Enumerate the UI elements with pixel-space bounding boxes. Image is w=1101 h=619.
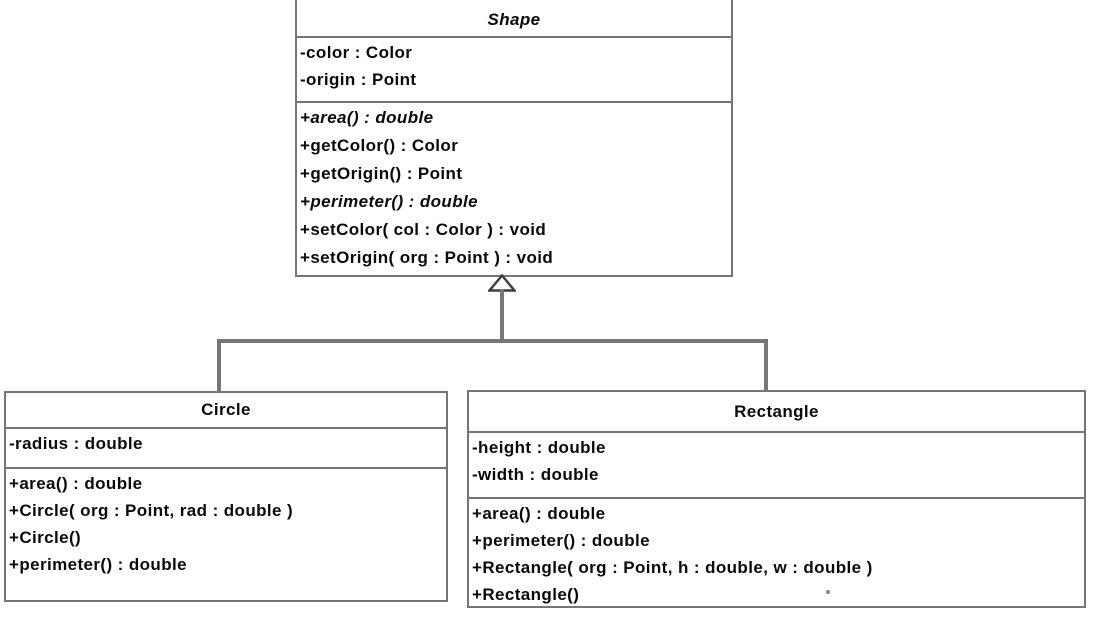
class-box-rectangle: Rectangle -height : double -width : doub…	[467, 390, 1086, 608]
generalization-stem-line	[500, 289, 504, 341]
circle-methods-compartment: +area() : double +Circle( org : Point, r…	[6, 469, 446, 600]
attribute-height: -height : double	[472, 438, 606, 457]
method-circle-ctor-args: +Circle( org : Point, rad : double )	[9, 501, 294, 520]
circle-attributes-compartment: -radius : double	[6, 429, 446, 469]
class-name-shape: Shape	[297, 0, 731, 38]
attribute-radius: -radius : double	[9, 434, 143, 453]
method-shape-area: +area() : double	[300, 108, 434, 127]
method-rectangle-perimeter: +perimeter() : double	[472, 531, 650, 550]
attribute-color: -color : Color	[300, 43, 413, 62]
method-circle-ctor: +Circle()	[9, 528, 82, 547]
method-shape-setorigin: +setOrigin( org : Point ) : void	[300, 248, 554, 267]
attribute-width: -width : double	[472, 465, 599, 484]
method-circle-area: +area() : double	[9, 474, 143, 493]
shape-attributes-compartment: -color : Color -origin : Point	[297, 38, 731, 103]
generalization-line-circle	[217, 339, 221, 392]
class-name-circle: Circle	[6, 393, 446, 429]
class-name-rectangle: Rectangle	[469, 392, 1084, 433]
class-box-circle: Circle -radius : double +area() : double…	[4, 391, 448, 602]
generalization-bus-line	[217, 339, 768, 343]
method-shape-setcolor: +setColor( col : Color ) : void	[300, 220, 547, 239]
class-box-shape: Shape -color : Color -origin : Point +ar…	[295, 0, 733, 277]
method-shape-getorigin: +getOrigin() : Point	[300, 164, 463, 183]
rectangle-attributes-compartment: -height : double -width : double	[469, 433, 1084, 499]
rectangle-methods-compartment: +area() : double +perimeter() : double +…	[469, 499, 1084, 606]
method-shape-perimeter: +perimeter() : double	[300, 192, 478, 211]
method-circle-perimeter: +perimeter() : double	[9, 555, 187, 574]
method-rectangle-ctor: +Rectangle()	[472, 585, 580, 604]
generalization-line-rectangle	[764, 339, 768, 391]
method-shape-getcolor: +getColor() : Color	[300, 136, 459, 155]
method-rectangle-area: +area() : double	[472, 504, 606, 523]
attribute-origin: -origin : Point	[300, 70, 417, 89]
shape-methods-compartment: +area() : double +getColor() : Color +ge…	[297, 103, 731, 275]
method-rectangle-ctor-args: +Rectangle( org : Point, h : double, w :…	[472, 558, 873, 577]
stray-dot-artifact	[826, 590, 830, 594]
